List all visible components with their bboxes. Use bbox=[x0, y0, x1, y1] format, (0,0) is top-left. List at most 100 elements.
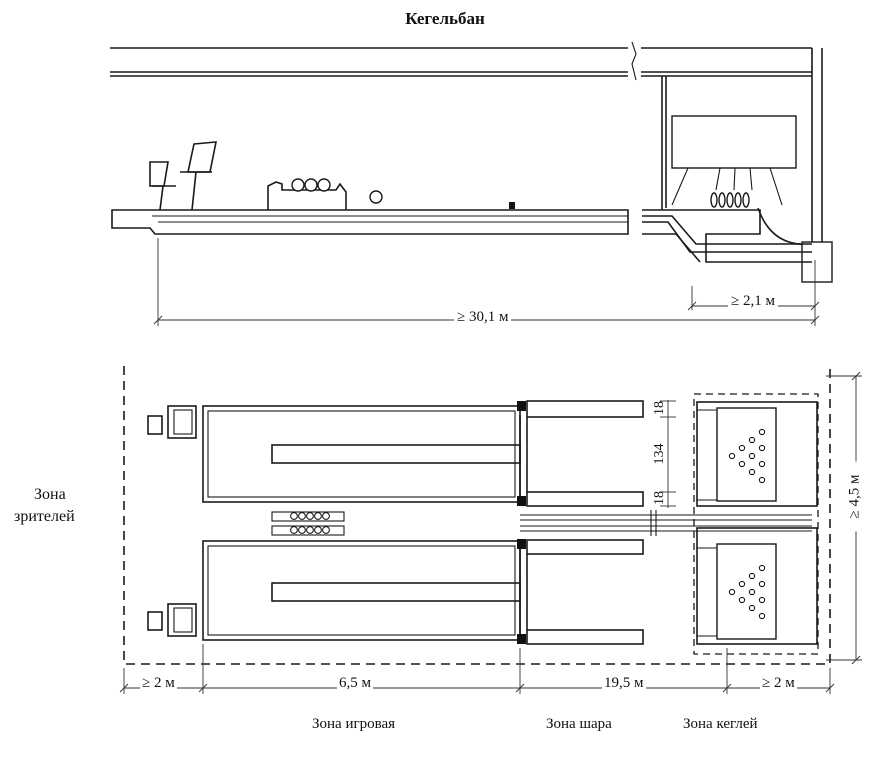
dim-approach: 6,5 м bbox=[337, 675, 373, 692]
chair-seat bbox=[173, 607, 193, 633]
approach-inner bbox=[207, 545, 516, 636]
pin-layout bbox=[728, 428, 766, 620]
ball bbox=[314, 512, 322, 520]
spectator-zone-label-1: Зона bbox=[34, 486, 66, 503]
balls-upper bbox=[290, 512, 330, 520]
ball bbox=[306, 512, 314, 520]
foul-marker bbox=[517, 634, 526, 644]
plan-view bbox=[119, 366, 862, 694]
pin bbox=[734, 192, 742, 208]
dim-spectator: ≥ 2 м bbox=[140, 675, 177, 692]
dim-tick bbox=[851, 371, 861, 381]
ball bbox=[304, 178, 318, 192]
dim-tick bbox=[198, 683, 208, 693]
pin bbox=[738, 596, 746, 604]
pinsetter-rod bbox=[733, 167, 736, 191]
pin bbox=[748, 468, 756, 476]
pin-deck-frame bbox=[696, 527, 818, 645]
ball bbox=[317, 178, 331, 192]
seat-back bbox=[187, 141, 217, 173]
pin bbox=[748, 436, 756, 444]
seat-leg bbox=[159, 185, 164, 211]
pin bbox=[748, 588, 756, 596]
ball-rolling bbox=[369, 190, 383, 204]
approach-area bbox=[202, 540, 521, 641]
spectator-zone-label-2: зрителей bbox=[14, 508, 75, 525]
spectator-seat-lower bbox=[147, 603, 197, 637]
dim-tick bbox=[810, 301, 820, 311]
ball bbox=[298, 526, 306, 534]
pin bbox=[758, 596, 766, 604]
pin bbox=[710, 192, 718, 208]
plan-width-label: ≥ 4,5 м bbox=[846, 461, 864, 532]
pin-zone-boundary bbox=[693, 393, 819, 655]
foul-marker bbox=[517, 496, 526, 506]
lane-slab bbox=[111, 209, 629, 235]
dim-tick bbox=[722, 683, 732, 693]
foul-line-marker bbox=[509, 202, 515, 209]
lane-end-layer bbox=[642, 221, 812, 253]
dim-tick bbox=[119, 683, 129, 693]
pin-deck bbox=[716, 543, 777, 640]
lane-upper bbox=[202, 400, 818, 507]
ball bbox=[322, 526, 330, 534]
pin bbox=[758, 444, 766, 452]
pin bbox=[718, 192, 726, 208]
pin bbox=[758, 612, 766, 620]
pin bbox=[758, 476, 766, 484]
pin-deck bbox=[716, 407, 777, 502]
pin bbox=[748, 604, 756, 612]
break-mark bbox=[631, 41, 637, 81]
dim-tick bbox=[810, 315, 820, 325]
dim-tick bbox=[851, 655, 861, 665]
ball-rack bbox=[267, 181, 347, 210]
pin bbox=[728, 452, 736, 460]
gutter-top-label: 18 bbox=[652, 401, 667, 415]
ball-return-curve bbox=[757, 207, 813, 246]
gutter bbox=[526, 491, 644, 507]
pinsetter-arm bbox=[769, 167, 783, 206]
ball-rack bbox=[271, 511, 345, 522]
pin bbox=[738, 444, 746, 452]
dim-tick bbox=[687, 301, 697, 311]
pin bbox=[758, 428, 766, 436]
pin bbox=[748, 452, 756, 460]
gutter bbox=[526, 539, 644, 555]
pins-side bbox=[710, 192, 750, 208]
ball bbox=[314, 526, 322, 534]
pin bbox=[738, 460, 746, 468]
lane-width-label: 134 bbox=[652, 443, 667, 465]
gutter-bottom-label: 18 bbox=[652, 491, 667, 505]
dim-pit: ≥ 2 м bbox=[760, 675, 797, 692]
ball bbox=[290, 526, 298, 534]
lane-lower bbox=[202, 527, 818, 645]
pit-depth-label: ≥ 2,1 м bbox=[728, 293, 778, 310]
ball-return-track bbox=[271, 582, 521, 602]
pinsetter-arm bbox=[671, 167, 689, 206]
balls-lower bbox=[290, 526, 330, 534]
spectator-seat-upper bbox=[147, 405, 197, 439]
approach-area bbox=[202, 405, 521, 503]
ball-rack bbox=[271, 525, 345, 536]
ball bbox=[306, 526, 314, 534]
approach-inner bbox=[207, 410, 516, 498]
seat-back bbox=[149, 161, 169, 187]
ball bbox=[291, 178, 305, 192]
zone-ball-label: Зона шара bbox=[546, 716, 612, 732]
foul-marker bbox=[517, 539, 526, 549]
pin bbox=[758, 460, 766, 468]
pin-deck-frame bbox=[696, 401, 818, 507]
ball bbox=[298, 512, 306, 520]
seat-leg bbox=[191, 171, 197, 211]
pin bbox=[748, 572, 756, 580]
lane-end-layer bbox=[642, 233, 701, 263]
lane-end-layer bbox=[642, 215, 812, 245]
pin bbox=[742, 192, 750, 208]
pin bbox=[758, 564, 766, 572]
foul-marker bbox=[517, 401, 526, 411]
table bbox=[147, 415, 163, 435]
pin bbox=[726, 192, 734, 208]
zone-pins-label: Зона кеглей bbox=[683, 716, 758, 732]
